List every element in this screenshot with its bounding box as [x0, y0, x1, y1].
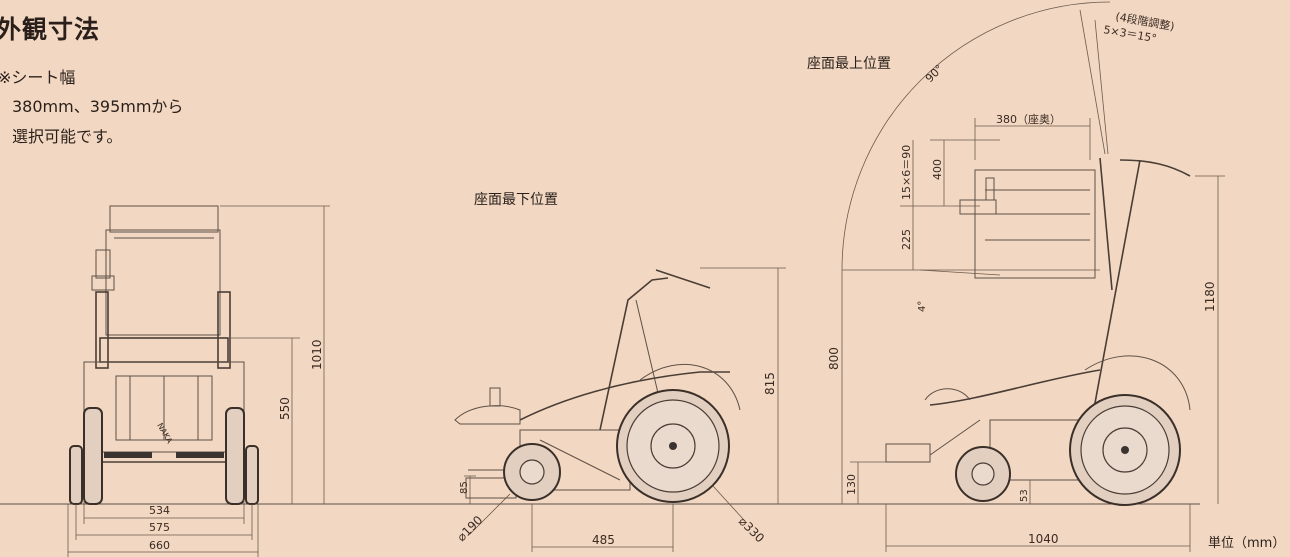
right-armrest	[217, 291, 231, 369]
drive-left-wheel	[83, 407, 103, 505]
front-left-tire	[69, 445, 83, 505]
seat-lift-mechanism	[974, 169, 1096, 279]
dim-front-wheel: ⌀190	[454, 513, 485, 544]
side-view-highest: (4段階調整) 5×3＝15° 90° 380（座奥） 400 15×6＝90 …	[827, 1, 1225, 552]
dim-height-550: 550	[278, 397, 292, 420]
joystick	[95, 249, 111, 279]
seat-width-options: 380mm、395mmから	[12, 97, 184, 116]
dim-lift-formula: 15×6＝90	[900, 145, 913, 200]
fender	[639, 364, 741, 411]
seat	[99, 337, 229, 363]
joystick-arm	[959, 199, 997, 215]
seat-frame-lower	[929, 369, 1101, 406]
dim-width-575: 575	[149, 521, 170, 534]
dim-height-1010: 1010	[310, 339, 324, 370]
side-view-lowest: 815 85 485 ⌀190 ⌀330	[454, 267, 786, 552]
dim-length-485: 485	[592, 533, 615, 547]
push-handle	[1119, 159, 1191, 177]
dim-225: 225	[900, 229, 913, 250]
joystick	[985, 177, 995, 201]
joystick	[489, 387, 501, 407]
seat-width-note-end: 選択可能です。	[12, 127, 123, 146]
backrest-frame	[599, 277, 669, 431]
seat-width-note-label: ※シート幅	[0, 68, 76, 87]
dim-height-1180: 1180	[1203, 281, 1217, 312]
brand-mark: NAKA	[155, 422, 174, 446]
backrest-frame	[1099, 157, 1113, 291]
page-title: 外観寸法	[0, 15, 101, 44]
push-handle	[655, 269, 711, 289]
caption-highest-seat: 座面最上位置	[807, 56, 891, 72]
caption-lowest-seat: 座面最下位置	[474, 192, 558, 208]
dim-130: 130	[845, 474, 858, 495]
dim-height-815: 815	[763, 372, 777, 395]
dim-height-800: 800	[827, 347, 841, 370]
recline-arc	[841, 1, 1111, 271]
left-armrest	[95, 291, 109, 369]
footrest	[885, 443, 931, 463]
headrest	[109, 205, 219, 233]
dim-width-660: 660	[149, 539, 170, 552]
armrest	[924, 388, 971, 401]
unit-label: 単位（mm）	[1208, 536, 1286, 551]
rear-frame	[1089, 159, 1141, 431]
dim-400: 400	[931, 159, 944, 180]
dim-85: 85	[459, 481, 470, 494]
left-axle-bar	[104, 452, 152, 458]
angle-90: 90°	[923, 62, 946, 85]
dim-53: 53	[1019, 489, 1030, 502]
dim-length-1040: 1040	[1028, 532, 1059, 546]
angle-4: 4°	[917, 301, 928, 312]
right-axle-bar	[176, 452, 224, 458]
armrest	[454, 405, 521, 425]
front-view: NAKA 534 575 660 550 1010	[67, 205, 330, 557]
front-right-tire	[245, 445, 259, 505]
fender	[1084, 355, 1191, 411]
dim-seat-depth: 380（座奥）	[996, 112, 1061, 126]
chassis	[83, 361, 245, 453]
drive-right-wheel	[225, 407, 245, 505]
backrest	[105, 229, 221, 336]
dim-width-534: 534	[149, 504, 170, 517]
dim-rear-wheel: ⌀330	[736, 514, 767, 545]
seat-frame	[519, 371, 730, 421]
